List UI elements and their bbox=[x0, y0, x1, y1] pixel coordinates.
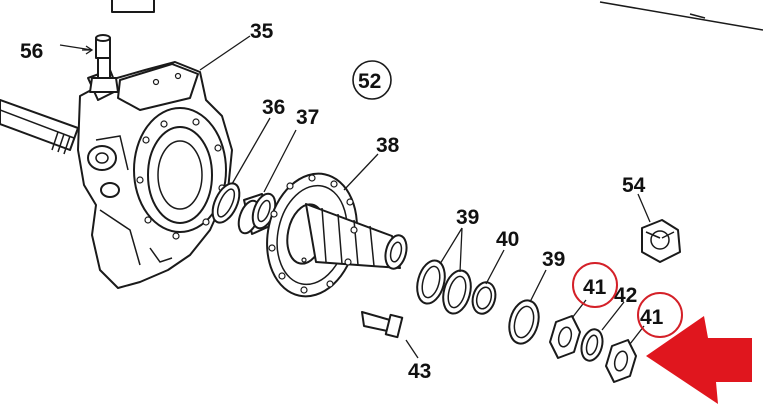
leader-lines bbox=[59, 35, 651, 359]
callout-41-first: 41 bbox=[583, 276, 607, 299]
callout-43: 43 bbox=[408, 360, 431, 383]
callout-39-washer: 39 bbox=[542, 248, 565, 271]
spindle-flange-38 bbox=[266, 172, 408, 298]
bolt-43 bbox=[361, 311, 404, 339]
callout-39-shims: 39 bbox=[456, 206, 479, 229]
callout-40: 40 bbox=[496, 228, 519, 251]
nut-41a bbox=[549, 315, 581, 359]
o-ring-40 bbox=[471, 281, 497, 315]
callout-36: 36 bbox=[262, 96, 285, 119]
callout-56: 56 bbox=[20, 40, 43, 63]
shims-39a bbox=[416, 259, 472, 315]
callout-35: 35 bbox=[250, 20, 274, 43]
callout-52: 52 bbox=[358, 70, 381, 93]
nut-54 bbox=[641, 219, 681, 263]
red-arrow-icon bbox=[646, 316, 752, 404]
king-pin bbox=[89, 34, 119, 93]
washer-39b bbox=[508, 299, 540, 345]
nut-41b bbox=[605, 339, 637, 383]
highlight-circle-41-second bbox=[637, 292, 683, 338]
axle-shaft bbox=[0, 99, 79, 155]
callout-52-circle bbox=[352, 60, 392, 100]
callout-41-second: 41 bbox=[640, 306, 664, 329]
callout-38: 38 bbox=[376, 134, 400, 157]
callout-37: 37 bbox=[296, 106, 319, 129]
steering-knuckle bbox=[77, 61, 233, 289]
top-frame-fragment bbox=[111, 0, 763, 31]
seal-36 bbox=[211, 182, 241, 224]
washer-42 bbox=[580, 328, 604, 362]
callout-54: 54 bbox=[622, 174, 646, 197]
callout-42: 42 bbox=[614, 284, 637, 307]
highlight-circle-41-first bbox=[572, 262, 618, 308]
